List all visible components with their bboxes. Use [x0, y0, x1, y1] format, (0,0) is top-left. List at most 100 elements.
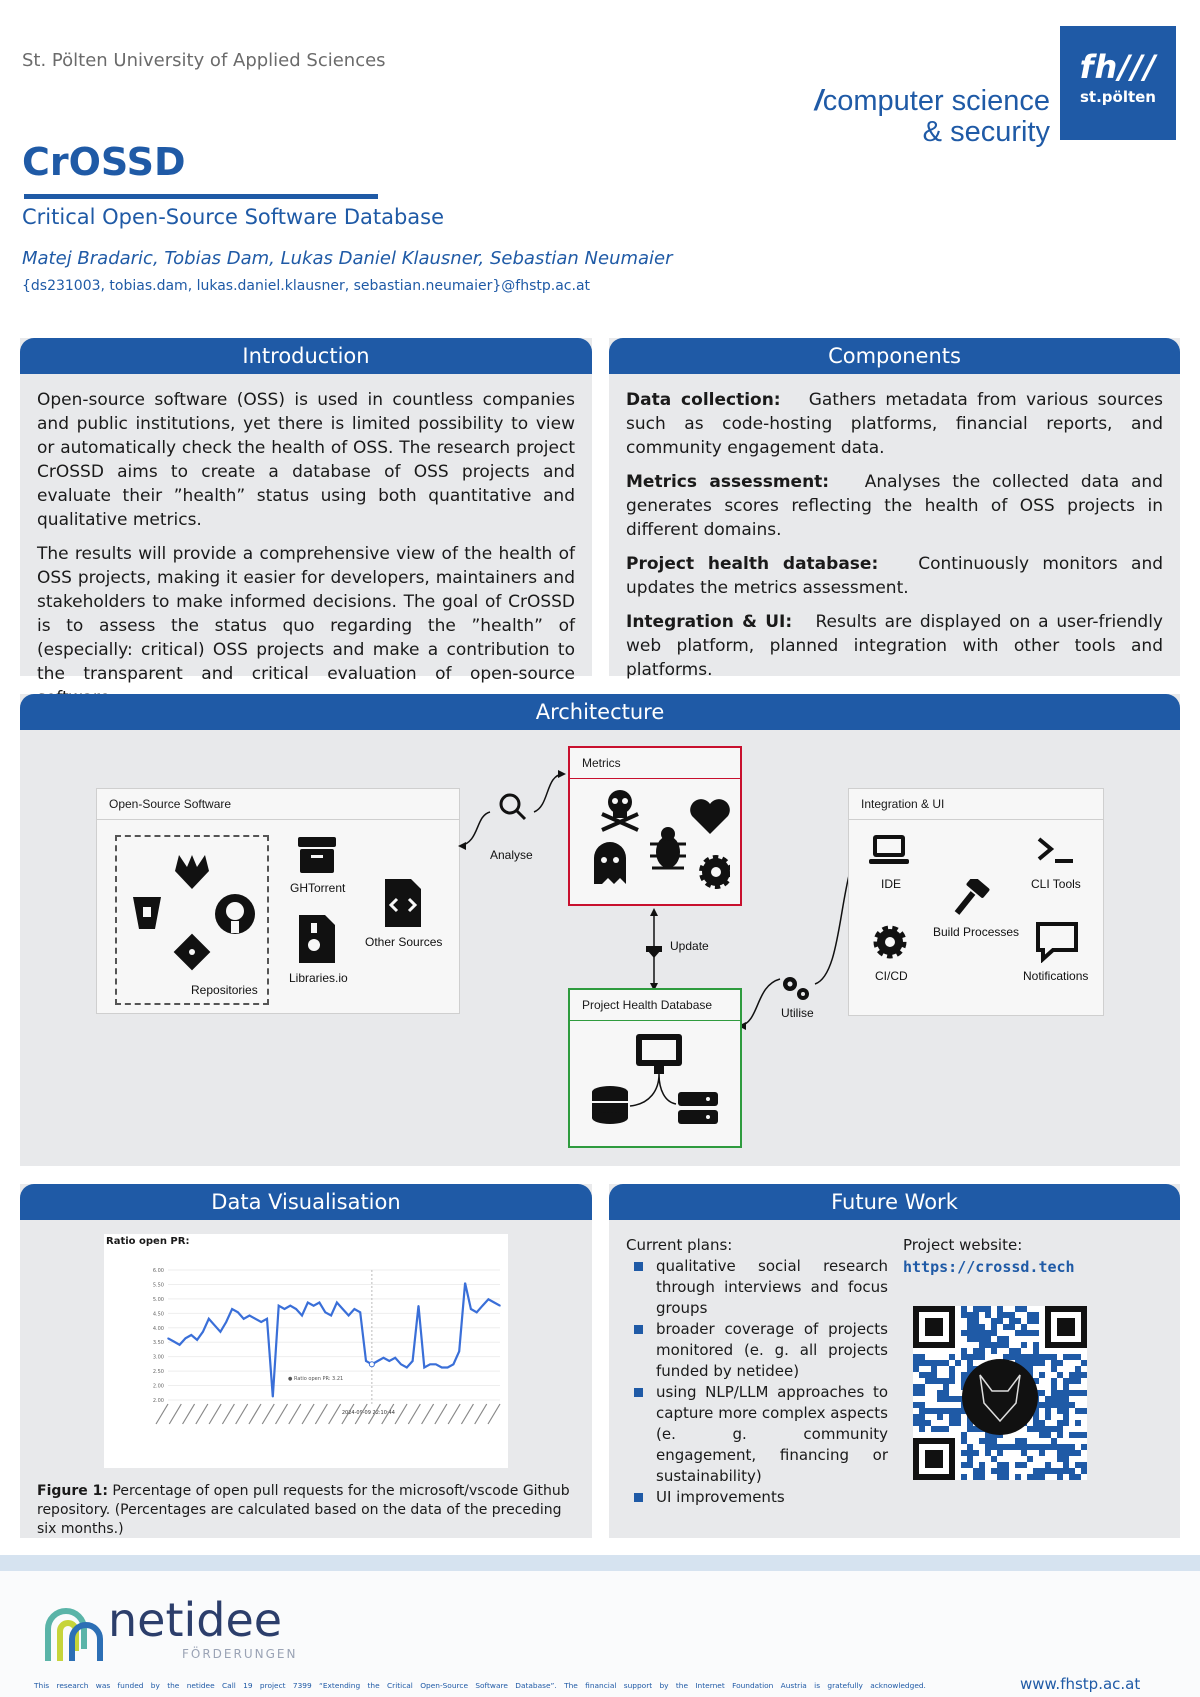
- qr-module: [991, 1444, 997, 1450]
- qr-module: [949, 1372, 955, 1378]
- qr-module: [991, 1348, 997, 1354]
- qr-module: [949, 1408, 955, 1414]
- qr-module: [979, 1474, 985, 1480]
- ghost-icon: [594, 842, 626, 884]
- qr-code[interactable]: [913, 1306, 1087, 1480]
- qr-module: [1057, 1444, 1063, 1450]
- data-point: [219, 1330, 222, 1333]
- qr-module: [937, 1390, 943, 1396]
- qr-module: [1081, 1468, 1087, 1474]
- footer-website[interactable]: www.fhstp.ac.at: [1020, 1675, 1141, 1693]
- introduction-paragraph-1: Open-source software (OSS) is used in co…: [37, 390, 575, 530]
- qr-module: [973, 1354, 979, 1360]
- data-point: [365, 1360, 367, 1362]
- figure-caption-label: Figure 1:: [37, 1483, 108, 1499]
- qr-module: [961, 1432, 967, 1438]
- server-icon: [678, 1092, 718, 1124]
- qr-module: [1015, 1462, 1021, 1468]
- qr-module: [979, 1306, 985, 1312]
- qr-module: [1075, 1420, 1081, 1426]
- qr-module: [1063, 1450, 1069, 1456]
- component-term: Project health database:: [626, 554, 879, 574]
- project-website-link[interactable]: https://crossd.tech: [903, 1258, 1075, 1276]
- qr-module: [1069, 1378, 1075, 1384]
- qr-module: [1015, 1348, 1021, 1354]
- qr-module: [979, 1324, 985, 1330]
- y-tick-label: 4.50: [153, 1311, 164, 1317]
- qr-module: [1045, 1408, 1051, 1414]
- series-line: [167, 1282, 501, 1397]
- qr-module: [931, 1426, 937, 1432]
- qr-module: [913, 1420, 919, 1426]
- qr-module: [1039, 1372, 1045, 1378]
- data-point: [272, 1395, 274, 1398]
- qr-module: [1027, 1426, 1033, 1432]
- qr-module: [1057, 1456, 1063, 1462]
- qr-module: [1081, 1390, 1087, 1396]
- qr-module: [1027, 1354, 1033, 1360]
- qr-module: [1033, 1408, 1039, 1414]
- list-item: qualitative social research through inte…: [626, 1256, 888, 1319]
- data-point: [470, 1308, 472, 1310]
- qr-module: [997, 1450, 1003, 1456]
- hammer-icon: [954, 879, 990, 915]
- github-icon: [215, 894, 255, 934]
- qr-module: [991, 1324, 997, 1330]
- qr-module: [979, 1348, 985, 1354]
- qr-module: [967, 1336, 973, 1342]
- qr-module: [967, 1312, 973, 1318]
- qr-module: [1015, 1360, 1021, 1366]
- qr-module: [1021, 1360, 1027, 1366]
- qr-module: [1003, 1324, 1009, 1330]
- qr-module: [961, 1348, 967, 1354]
- qr-module: [973, 1318, 979, 1324]
- fh-logo-city: st.pölten: [1079, 88, 1156, 106]
- tooltip-date: 2024-09-09 22:10:44: [342, 1410, 395, 1416]
- qr-module: [979, 1354, 985, 1360]
- qr-module: [1033, 1444, 1039, 1450]
- x-tick-label: [407, 1403, 421, 1425]
- qr-module: [949, 1396, 955, 1402]
- x-tick-label: [261, 1403, 275, 1425]
- qr-module: [1015, 1354, 1021, 1360]
- code-file-icon: [385, 879, 421, 927]
- qr-module: [1039, 1474, 1045, 1480]
- qr-module: [913, 1366, 919, 1372]
- data-point: [312, 1304, 315, 1307]
- qr-module: [949, 1378, 955, 1384]
- data-point: [417, 1304, 420, 1307]
- qr-module: [1069, 1474, 1075, 1480]
- qr-module: [937, 1408, 943, 1414]
- x-tick-label: [434, 1403, 448, 1425]
- qr-module: [1063, 1378, 1069, 1384]
- qr-module: [991, 1468, 997, 1474]
- qr-module: [919, 1426, 925, 1432]
- data-point: [248, 1314, 251, 1317]
- qr-module: [1069, 1402, 1075, 1408]
- data-point: [184, 1337, 187, 1340]
- qr-module: [937, 1378, 943, 1384]
- qr-module: [1009, 1348, 1015, 1354]
- qr-module: [1009, 1312, 1015, 1318]
- qr-module: [1045, 1432, 1051, 1438]
- qr-module: [1027, 1312, 1033, 1318]
- university-name: St. Pölten University of Applied Science…: [22, 50, 386, 71]
- qr-module: [1021, 1450, 1027, 1456]
- qr-module: [1033, 1426, 1039, 1432]
- fh-logo: fh/// st.pölten: [1060, 26, 1176, 140]
- other-sources-label: Other Sources: [365, 935, 443, 949]
- figure-caption-text: Percentage of open pull requests for the…: [37, 1483, 570, 1537]
- figure-caption: Figure 1: Percentage of open pull reques…: [37, 1482, 577, 1539]
- project-website-label: Project website:: [903, 1236, 1023, 1254]
- qr-module: [913, 1384, 919, 1390]
- component-item: Project health database: Continuously mo…: [626, 552, 1163, 600]
- data-point: [283, 1308, 286, 1310]
- qr-module: [967, 1330, 973, 1336]
- data-point: [167, 1337, 169, 1340]
- future-work-panel: Future Work Current plans: qualitative s…: [609, 1184, 1180, 1538]
- qr-module: [1033, 1342, 1039, 1348]
- qr-module: [1057, 1420, 1063, 1426]
- component-text: Results are displayed on a user-friendly…: [626, 612, 1163, 680]
- qr-module: [1045, 1396, 1051, 1402]
